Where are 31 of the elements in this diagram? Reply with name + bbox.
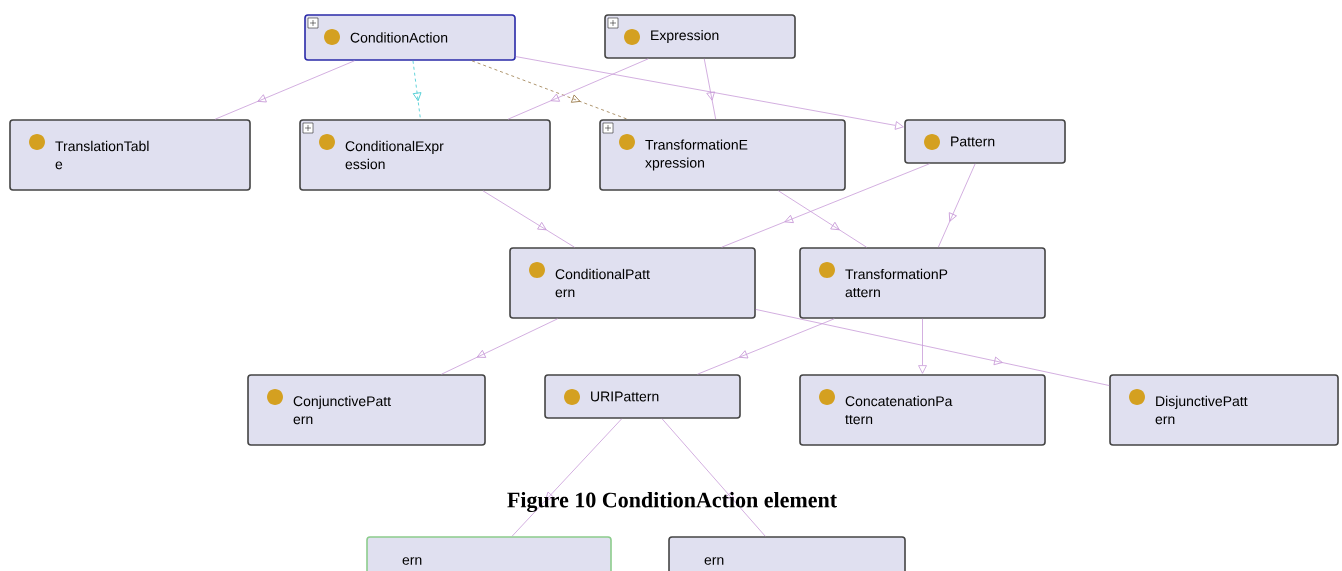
class-box: ConcatenationPa ttern <box>799 374 1046 446</box>
class-box: URIPattern <box>544 374 741 419</box>
subclass-arrow <box>511 418 623 537</box>
class-box: TransformationP attern <box>799 247 1046 319</box>
subclass-arrow <box>482 190 575 248</box>
subclass-arrow <box>755 309 1110 386</box>
class-box: ConditionalPatt ern <box>509 247 756 319</box>
subclass-arrow <box>471 60 628 120</box>
subclass-arrow <box>214 60 355 120</box>
subclass-arrow <box>507 58 649 120</box>
class-box: ConditionalExpr ession <box>299 119 551 191</box>
subclass-arrow <box>515 56 904 130</box>
subclass-arrow <box>721 163 930 248</box>
class-box: ern <box>668 536 906 571</box>
subclass-arrow <box>697 318 835 375</box>
class-box: TransformationE xpression <box>599 119 846 191</box>
subclass-arrow <box>937 163 976 248</box>
class-box: DisjunctivePatt ern <box>1109 374 1339 446</box>
class-box: Pattern <box>904 119 1066 164</box>
class-box: TranslationTabl e <box>9 119 251 191</box>
class-box: ern <box>366 536 612 571</box>
subclass-arrow <box>661 418 766 537</box>
subclass-arrow <box>441 318 558 375</box>
subclass-arrow <box>703 58 717 120</box>
class-box: Expression <box>604 14 796 59</box>
class-box: ConditionAction <box>304 14 516 61</box>
class-box: ConjunctivePatt ern <box>247 374 486 446</box>
figure-caption: Figure 10 ConditionAction element <box>507 491 837 513</box>
subclass-arrow <box>412 60 422 120</box>
subclass-arrow <box>778 190 867 248</box>
subclass-arrow <box>918 318 927 374</box>
